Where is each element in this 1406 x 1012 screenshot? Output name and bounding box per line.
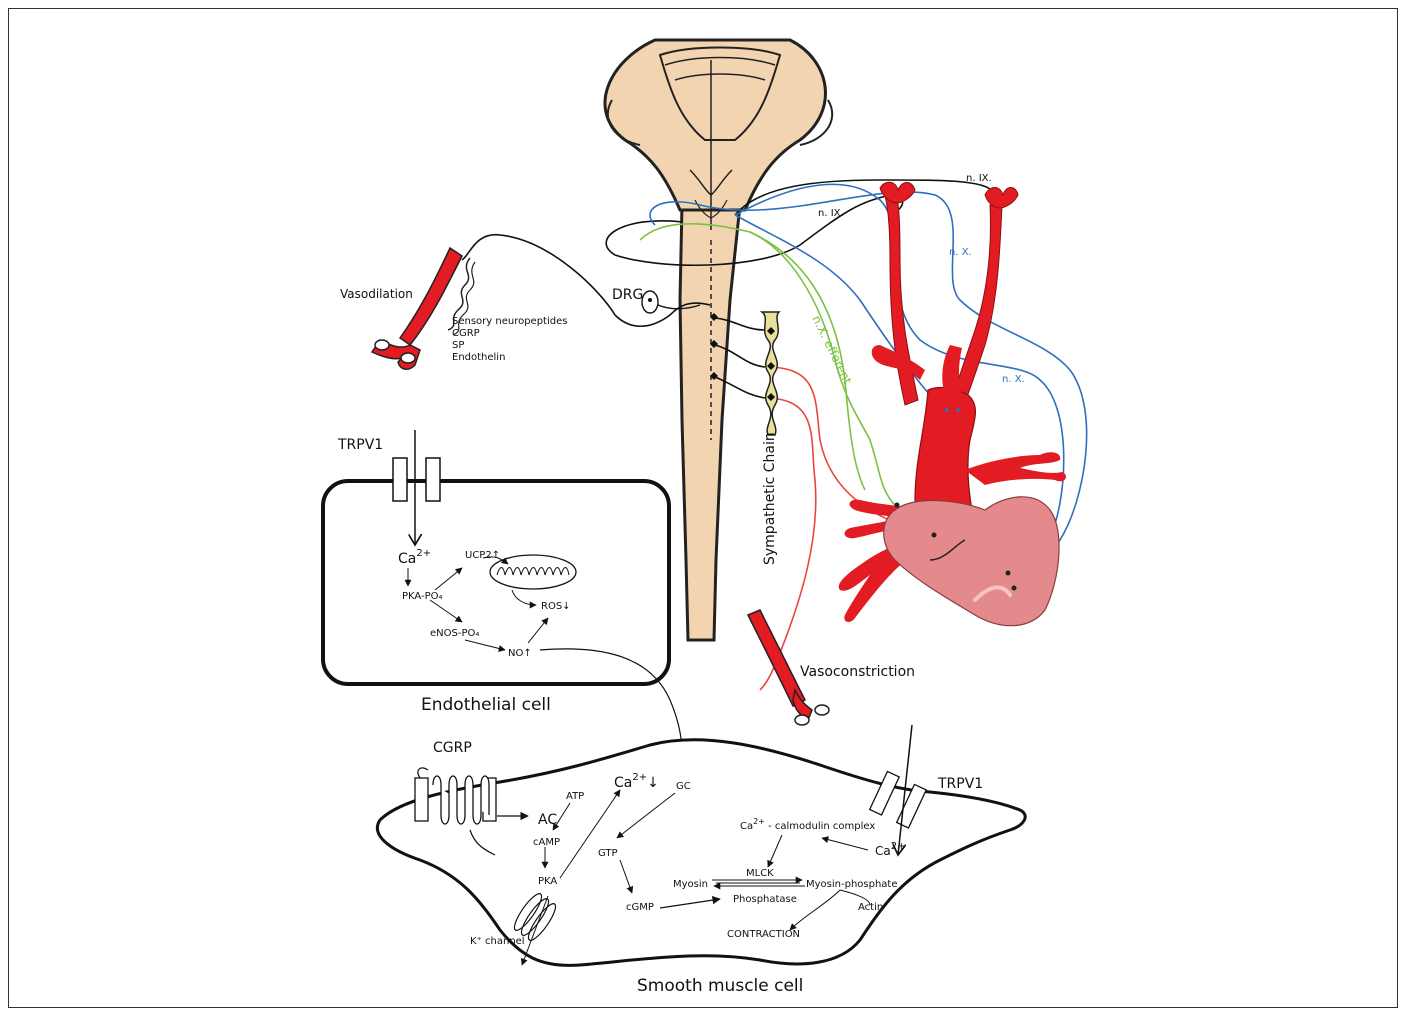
heart [884,497,1059,626]
ac-label: AC [538,812,557,828]
spinal-cord [680,205,740,640]
k-channel-label: K⁺ channel [470,936,525,947]
drg-label: DRG [612,287,643,303]
n-x-label-2: n. X. [1002,374,1025,385]
ucp2-label: UCP2↑ [465,550,500,561]
endothelial-cell [323,430,682,778]
endothelial-cell-label: Endothelial cell [421,695,551,715]
smooth-muscle-cell [377,725,1025,965]
sensory-neuropeptides-label: Sensory neuropeptides [452,316,567,327]
no-label: NO↑ [508,648,532,659]
pka-po4-label: PKA-PO₄ [402,591,443,602]
trpv1-bottom-label: TRPV1 [937,776,983,792]
endothelin-label: Endothelin [452,352,505,363]
cgrp-small-label: CGRP [452,328,480,339]
cgmp-label: cGMP [626,902,654,913]
n-ix-label-2: n. IX. [966,173,992,184]
vasodilation-label: Vasodilation [340,287,413,301]
n-x-label-1: n. X. [949,247,972,258]
myosin-label: Myosin [673,879,708,890]
gc-label: GC [676,781,691,792]
trpv1-top-label: TRPV1 [337,437,383,453]
enos-po4-label: eNOS-PO₄ [430,628,479,639]
phosphatase-label: Phosphatase [733,894,797,905]
pka-label: PKA [538,876,557,887]
myosin-phosphate-label: Myosin-phosphate [806,879,898,890]
ros-label: ROS↓ [541,601,571,612]
sympathetic-chain-label: Sympathetic Chain [762,432,778,565]
trpv1-channel-right [426,458,440,501]
mlck-label: MLCK [746,868,774,879]
camp-label: cAMP [533,837,560,848]
n-ix-label-1: n. IX. [818,208,844,219]
smooth-muscle-cell-label: Smooth muscle cell [637,976,803,996]
drg-nerve-path [462,235,710,327]
cgrp-label: CGRP [433,740,472,756]
actin-label: Actin [858,902,883,913]
atp-label: ATP [566,791,584,802]
sp-label: SP [452,340,464,351]
trpv1-channel-left [393,458,407,501]
vasoconstriction-label: Vasoconstriction [800,664,915,680]
contraction-label: CONTRACTION [727,929,800,940]
gtp-label: GTP [598,848,618,859]
